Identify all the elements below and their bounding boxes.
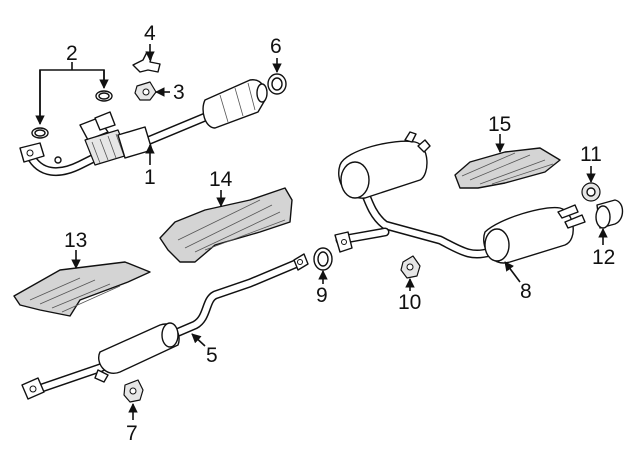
gasket-pair [31,90,113,139]
hanger-rubber-11 [581,182,601,202]
heat-shield-15 [454,147,561,189]
callout-5: 5 [206,344,218,367]
callout-13: 13 [64,229,87,252]
hanger-10 [400,255,421,279]
tail-pipe-finisher-12 [595,199,624,229]
hanger-7 [123,379,144,403]
gasket-6 [267,73,287,95]
callout-9: 9 [316,284,328,307]
bracket-4 [132,51,161,73]
callout-1: 1 [144,166,156,189]
hanger-3 [134,81,157,101]
gasket-9 [313,247,333,271]
callout-12: 12 [592,246,615,269]
center-pipe-assembly [21,253,309,400]
callout-14: 14 [209,168,233,191]
callout-8: 8 [520,280,532,303]
rear-muffler-assembly [334,131,586,264]
callout-7: 7 [126,422,138,445]
callout-4: 4 [144,22,156,45]
front-pipe-assembly [19,79,268,177]
callout-6: 6 [270,35,282,58]
callout-15: 15 [488,113,511,136]
callout-10: 10 [398,291,421,314]
heat-shield-14 [159,187,293,263]
callout-2: 2 [66,42,78,65]
callout-3: 3 [173,81,185,104]
callout-labels: 1 2 3 4 5 6 7 8 9 10 11 12 13 14 15 [64,22,615,445]
callout-leaders [35,44,608,420]
heat-shield-13 [13,261,151,317]
callout-11: 11 [580,143,602,166]
